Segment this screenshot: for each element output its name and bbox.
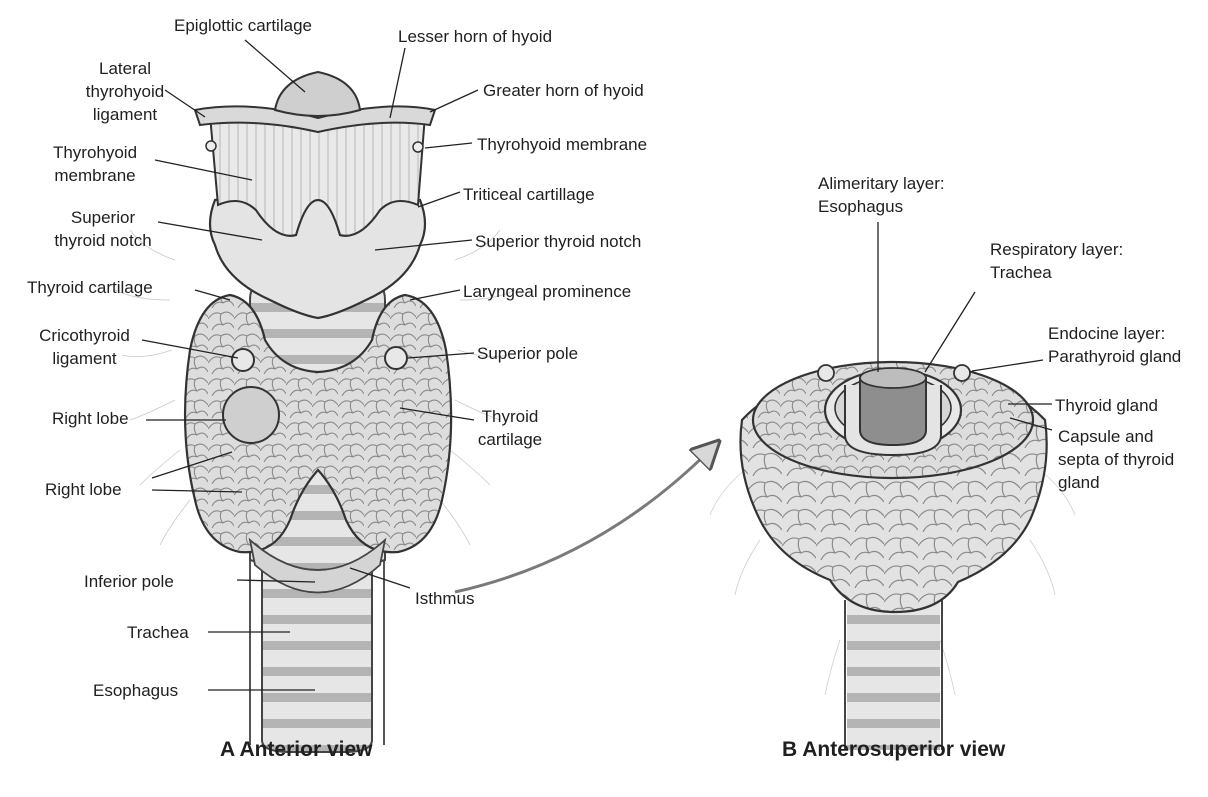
label-lateral-thyrohyoid-ligament: Lateral thyrohyoid ligament	[60, 57, 190, 126]
anterosuperior-view-drawing	[710, 362, 1075, 750]
parathyroid-nodule-right	[385, 347, 407, 369]
triticeal-cartilage-right	[413, 142, 423, 152]
label-laryngeal-prominence: Laryngeal prominence	[463, 280, 631, 303]
label-thyroid-cartilage-left: Thyroid cartilage	[27, 276, 153, 299]
triticeal-cartilage-left	[206, 141, 216, 151]
label-thyrohyoid-membrane-left: Thyrohyoid membrane	[30, 141, 160, 187]
caption-anterior-view: A Anterior view	[220, 738, 372, 762]
caption-anterosuperior-view: B Anterosuperior view	[782, 738, 1005, 762]
label-respiratory-layer: Respiratory layer: Trachea	[990, 238, 1123, 284]
label-epiglottic-cartilage: Epiglottic cartilage	[138, 14, 348, 37]
label-superior-thyroid-notch-left: Superior thyroid notch	[38, 206, 168, 252]
parathyroid-b-left	[818, 365, 834, 381]
label-thyroid-cartilage-right: Thyroid cartilage	[470, 405, 550, 451]
parathyroid-nodule-left	[232, 349, 254, 371]
label-thyrohyoid-membrane-right: Thyrohyoid membrane	[477, 133, 647, 156]
label-greater-horn-of-hyoid: Greater horn of hyoid	[483, 79, 644, 102]
label-trachea: Trachea	[127, 621, 189, 644]
label-triticeal-cartilage: Triticeal cartillage	[463, 183, 595, 206]
label-right-lobe-1: Right lobe	[52, 407, 129, 430]
label-right-lobe-2: Right lobe	[45, 478, 122, 501]
label-endocrine-layer: Endocine layer: Parathyroid gland	[1048, 322, 1181, 368]
label-superior-pole: Superior pole	[477, 342, 578, 365]
label-cricothyroid-ligament: Cricothyroid ligament	[22, 324, 147, 370]
parathyroid-b-right	[954, 365, 970, 381]
epiglottis-shape	[275, 72, 360, 116]
thyroid-nodule	[223, 387, 279, 443]
view-transition-arrow	[455, 448, 712, 592]
label-thyroid-gland: Thyroid gland	[1055, 394, 1158, 417]
label-capsule-and-septa: Capsule and septa of thyroid gland	[1058, 425, 1174, 494]
label-inferior-pole: Inferior pole	[84, 570, 174, 593]
label-lesser-horn-of-hyoid: Lesser horn of hyoid	[398, 25, 552, 48]
label-isthmus: Isthmus	[415, 587, 475, 610]
label-superior-thyroid-notch-right: Superior thyroid notch	[475, 230, 641, 253]
label-esophagus: Esophagus	[93, 679, 178, 702]
label-alimentary-layer: Alimeritary layer: Esophagus	[818, 172, 945, 218]
anterior-view-drawing	[115, 72, 515, 752]
